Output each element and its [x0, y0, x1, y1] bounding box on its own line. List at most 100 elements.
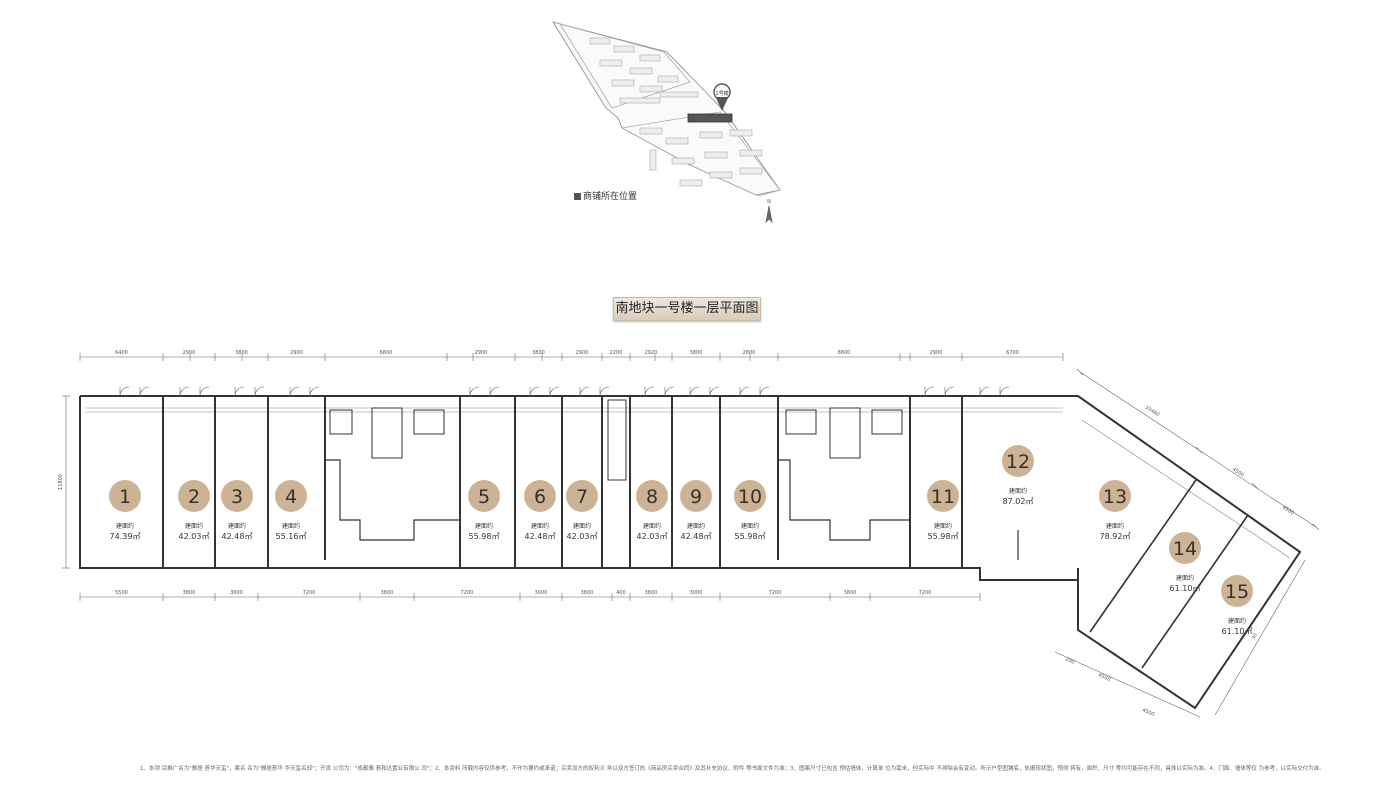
unit-area-value: 42.48㎡	[222, 532, 253, 541]
unit-area-value: 74.39㎡	[110, 532, 141, 541]
dim-top-9: 2920	[645, 350, 658, 356]
unit-badges: 1建面约74.39㎡2建面约42.03㎡3建面约42.48㎡4建面约55.16㎡…	[109, 445, 1253, 636]
unit-badge-circle	[1002, 445, 1034, 477]
dim-top-3: 2900	[290, 350, 303, 356]
unit-badge-circle	[1169, 532, 1201, 564]
unit-area-value: 78.92㎡	[1100, 532, 1131, 541]
unit-badge-circle	[1099, 480, 1131, 512]
unit-area-value: 55.16㎡	[276, 532, 307, 541]
unit-8: 8 建面约 42.03㎡	[636, 480, 668, 541]
unit-badge-circle	[468, 480, 500, 512]
door-marks	[119, 386, 1010, 397]
dim-top-2: 3800	[235, 350, 248, 356]
dim-angled-3: 4500	[1281, 505, 1295, 517]
dim-bottom-4: 3800	[381, 590, 394, 596]
unit-number: 15	[1225, 581, 1249, 603]
dim-bottom-11: 7200	[769, 590, 782, 596]
dim-bottom-10: 3000	[690, 590, 703, 596]
dim-top-6: 3800	[532, 350, 545, 356]
dim-angled-b3: 4500	[1141, 707, 1155, 718]
dim-top-14: 6700	[1006, 350, 1019, 356]
unit-area-value: 55.98㎡	[735, 532, 766, 541]
legend-square-icon	[574, 193, 581, 200]
unit-area-label: 建面约	[185, 522, 203, 530]
unit-badge-circle	[275, 480, 307, 512]
unit-area-value: 42.03㎡	[179, 532, 210, 541]
dim-top-0: 6400	[115, 350, 128, 356]
unit-area-value: 61.10㎡	[1222, 627, 1253, 636]
unit-area-value: 61.10㎡	[1170, 584, 1201, 593]
unit-9: 9 建面约 42.48㎡	[680, 480, 712, 541]
unit-area-label: 建面约	[1106, 522, 1124, 530]
dim-bottom-13: 7200	[919, 590, 932, 596]
dim-top-11: 2800	[743, 350, 756, 356]
unit-number: 9	[690, 486, 702, 508]
unit-area-label: 建面约	[228, 522, 246, 530]
dim-top-4: 6800	[380, 350, 393, 356]
unit-area-label: 建面约	[687, 522, 705, 530]
north-arrow-icon: N	[765, 199, 773, 224]
unit-area-value: 42.03㎡	[637, 532, 668, 541]
unit-number: 13	[1103, 486, 1127, 508]
unit-number: 6	[534, 486, 546, 508]
unit-badge-circle	[178, 480, 210, 512]
pin-label: 1号楼	[715, 90, 728, 97]
unit-area-value: 42.48㎡	[681, 532, 712, 541]
unit-number: 8	[646, 486, 658, 508]
unit-number: 10	[738, 486, 762, 508]
dim-bottom-12: 3800	[844, 590, 857, 596]
unit-area-label: 建面约	[531, 522, 549, 530]
dim-angled-1: 10460	[1144, 405, 1161, 419]
dim-top-13: 2900	[930, 350, 943, 356]
dim-top-8: 2200	[610, 350, 623, 356]
unit-12: 12 建面约 87.02㎡	[1002, 445, 1034, 506]
unit-area-value: 87.02㎡	[1003, 497, 1034, 506]
dim-bottom-6: 3000	[535, 590, 548, 596]
dim-bottom-1: 3800	[183, 590, 196, 596]
dim-angled-2: 4500	[1231, 467, 1245, 479]
unit-area-label: 建面约	[573, 522, 591, 530]
dim-right-side: 30	[1251, 632, 1259, 641]
dim-bottom-9: 3800	[645, 590, 658, 596]
site-legend: 商铺所在位置	[574, 189, 637, 202]
unit-area-label: 建面约	[116, 522, 134, 530]
left-dimension: 11800	[58, 395, 70, 569]
location-pin-icon: 1号楼	[713, 83, 731, 111]
disclaimer-notes: 1、本项 目推广名为"雅居 荟华天玺"，案名 名为"雅居荟华 华天玺名邸"；开发…	[140, 766, 1325, 772]
plan-title: 南地块一号楼一层平面图	[613, 297, 761, 321]
dim-top-5: 2900	[475, 350, 488, 356]
unit-number: 4	[285, 486, 297, 508]
unit-badge-circle	[566, 480, 598, 512]
unit-number: 12	[1006, 451, 1030, 473]
building-1-highlight	[687, 113, 733, 123]
top-dimensions: 6400 2900 3800 2900 6800 2900 3800 2900 2200 2920…	[79, 350, 1064, 361]
unit-badge-circle	[680, 480, 712, 512]
legend-label: 商铺所在位置	[583, 192, 638, 202]
dim-bottom-0: 5500	[115, 590, 128, 596]
dim-angled-b2: 4500	[1097, 672, 1111, 683]
unit-area-label: 建面约	[1009, 487, 1027, 495]
dim-top-1: 2900	[183, 350, 196, 356]
unit-area-value: 42.48㎡	[525, 532, 556, 541]
unit-area-label: 建面约	[1176, 574, 1194, 582]
dim-bottom-2: 3000	[230, 590, 243, 596]
unit-badge-circle	[221, 480, 253, 512]
building-walls	[79, 395, 1302, 710]
dim-top-7: 2900	[576, 350, 589, 356]
unit-area-label: 建面约	[643, 522, 661, 530]
unit-badge-circle	[734, 480, 766, 512]
dim-left: 11800	[58, 474, 64, 490]
site-location-map: 1号楼 N	[552, 21, 781, 224]
unit-area-label: 建面约	[282, 522, 300, 530]
dim-bottom-5: 7200	[461, 590, 474, 596]
